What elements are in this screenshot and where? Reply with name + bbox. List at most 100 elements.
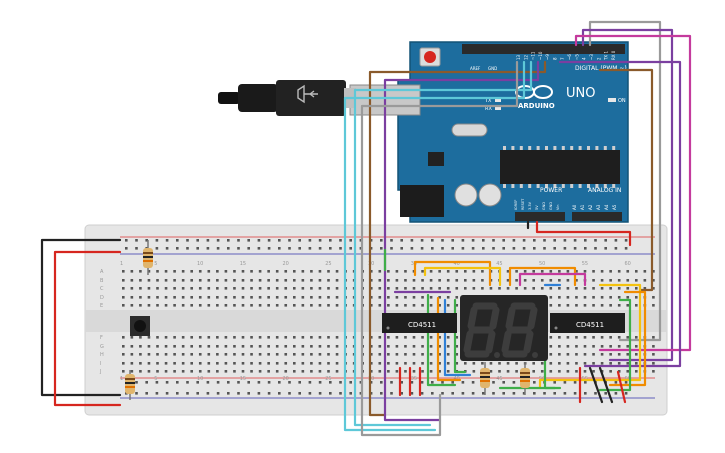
breadboard-hole[interactable] <box>293 270 296 273</box>
breadboard-hole[interactable] <box>241 370 245 373</box>
breadboard-hole[interactable] <box>173 287 176 290</box>
breadboard-hole[interactable] <box>626 279 630 282</box>
breadboard-hole[interactable] <box>609 353 612 356</box>
breadboard-hole[interactable] <box>575 279 578 282</box>
breadboard-hole[interactable] <box>275 304 279 307</box>
breadboard-hole[interactable] <box>275 336 279 339</box>
rail-hole[interactable] <box>278 247 281 250</box>
breadboard-hole[interactable] <box>310 270 313 273</box>
breadboard-hole[interactable] <box>181 296 185 299</box>
breadboard-hole[interactable] <box>241 304 245 307</box>
rail-hole[interactable] <box>624 239 628 242</box>
breadboard-hole[interactable] <box>600 287 604 290</box>
breadboard-hole[interactable] <box>455 353 459 356</box>
breadboard-hole[interactable] <box>575 345 578 348</box>
breadboard-hole[interactable] <box>198 279 202 282</box>
breadboard-hole[interactable] <box>190 296 193 299</box>
rail-hole[interactable] <box>329 247 332 250</box>
breadboard-hole[interactable] <box>395 336 399 339</box>
breadboard-hole[interactable] <box>267 279 270 282</box>
wire-orange-1[interactable] <box>413 260 492 287</box>
breadboard-hole[interactable] <box>190 287 193 290</box>
breadboard-hole[interactable] <box>421 287 424 290</box>
rail-hole[interactable] <box>278 381 281 384</box>
breadboard-hole[interactable] <box>446 296 450 299</box>
breadboard-hole[interactable] <box>609 336 612 339</box>
breadboard-hole[interactable] <box>429 370 433 373</box>
breadboard-hole[interactable] <box>181 279 185 282</box>
breadboard-hole[interactable] <box>404 296 407 299</box>
breadboard-hole[interactable] <box>198 270 202 273</box>
rail-hole[interactable] <box>553 239 556 242</box>
breadboard-hole[interactable] <box>327 362 330 365</box>
breadboard-hole[interactable] <box>156 336 159 339</box>
breadboard-hole[interactable] <box>592 287 595 290</box>
breadboard-hole[interactable] <box>310 279 313 282</box>
breadboard-hole[interactable] <box>626 270 630 273</box>
breadboard-hole[interactable] <box>583 287 587 290</box>
breadboard-hole[interactable] <box>438 270 441 273</box>
breadboard-hole[interactable] <box>498 370 501 373</box>
breadboard-hole[interactable] <box>258 362 262 365</box>
breadboard-hole[interactable] <box>241 279 245 282</box>
breadboard-hole[interactable] <box>626 304 630 307</box>
breadboard-hole[interactable] <box>387 370 390 373</box>
breadboard-hole[interactable] <box>549 370 553 373</box>
breadboard-hole[interactable] <box>540 270 544 273</box>
rail-hole[interactable] <box>329 381 332 384</box>
rail-hole[interactable] <box>614 247 618 250</box>
rail-hole[interactable] <box>553 392 556 395</box>
breadboard-hole[interactable] <box>592 370 595 373</box>
breadboard-hole[interactable] <box>190 270 193 273</box>
breadboard-hole[interactable] <box>267 304 270 307</box>
breadboard-hole[interactable] <box>549 279 553 282</box>
breadboard-hole[interactable] <box>164 353 168 356</box>
breadboard-hole[interactable] <box>335 287 339 290</box>
breadboard-hole[interactable] <box>224 304 228 307</box>
rail-hole[interactable] <box>512 247 516 250</box>
rail-hole[interactable] <box>624 247 628 250</box>
rail-hole[interactable] <box>461 392 465 395</box>
breadboard-hole[interactable] <box>216 362 219 365</box>
rail-hole[interactable] <box>522 247 526 250</box>
breadboard-hole[interactable] <box>250 353 253 356</box>
breadboard-hole[interactable] <box>275 287 279 290</box>
breadboard-hole[interactable] <box>592 362 595 365</box>
breadboard-hole[interactable] <box>429 287 433 290</box>
breadboard-hole[interactable] <box>481 270 484 273</box>
breadboard-hole[interactable] <box>369 304 373 307</box>
breadboard-hole[interactable] <box>429 270 433 273</box>
breadboard-hole[interactable] <box>540 370 544 373</box>
breadboard-hole[interactable] <box>506 279 510 282</box>
breadboard-hole[interactable] <box>267 370 270 373</box>
breadboard-hole[interactable] <box>617 304 621 307</box>
rail-hole[interactable] <box>186 247 189 250</box>
breadboard-hole[interactable] <box>130 370 134 373</box>
seven-segment-display[interactable] <box>460 295 548 361</box>
breadboard-hole[interactable] <box>335 370 339 373</box>
breadboard-hole[interactable] <box>301 270 305 273</box>
breadboard-hole[interactable] <box>198 353 202 356</box>
rail-hole[interactable] <box>216 392 220 395</box>
breadboard-hole[interactable] <box>404 287 407 290</box>
breadboard-hole[interactable] <box>617 270 621 273</box>
breadboard-hole[interactable] <box>643 287 647 290</box>
breadboard-hole[interactable] <box>464 279 467 282</box>
breadboard-hole[interactable] <box>250 270 253 273</box>
breadboard-hole[interactable] <box>318 270 322 273</box>
rail-hole[interactable] <box>451 239 454 242</box>
breadboard-hole[interactable] <box>421 345 424 348</box>
breadboard-hole[interactable] <box>481 362 484 365</box>
breadboard-hole[interactable] <box>233 336 236 339</box>
breadboard-hole[interactable] <box>190 304 193 307</box>
breadboard-hole[interactable] <box>173 345 176 348</box>
breadboard-hole[interactable] <box>164 362 168 365</box>
breadboard-hole[interactable] <box>130 279 134 282</box>
rail-hole[interactable] <box>614 381 618 384</box>
resistor-display-1[interactable] <box>480 362 490 395</box>
breadboard-hole[interactable] <box>566 336 570 339</box>
rail-hole[interactable] <box>135 239 138 242</box>
breadboard-hole[interactable] <box>412 345 416 348</box>
rail-hole[interactable] <box>400 247 403 250</box>
breadboard-hole[interactable] <box>190 353 193 356</box>
